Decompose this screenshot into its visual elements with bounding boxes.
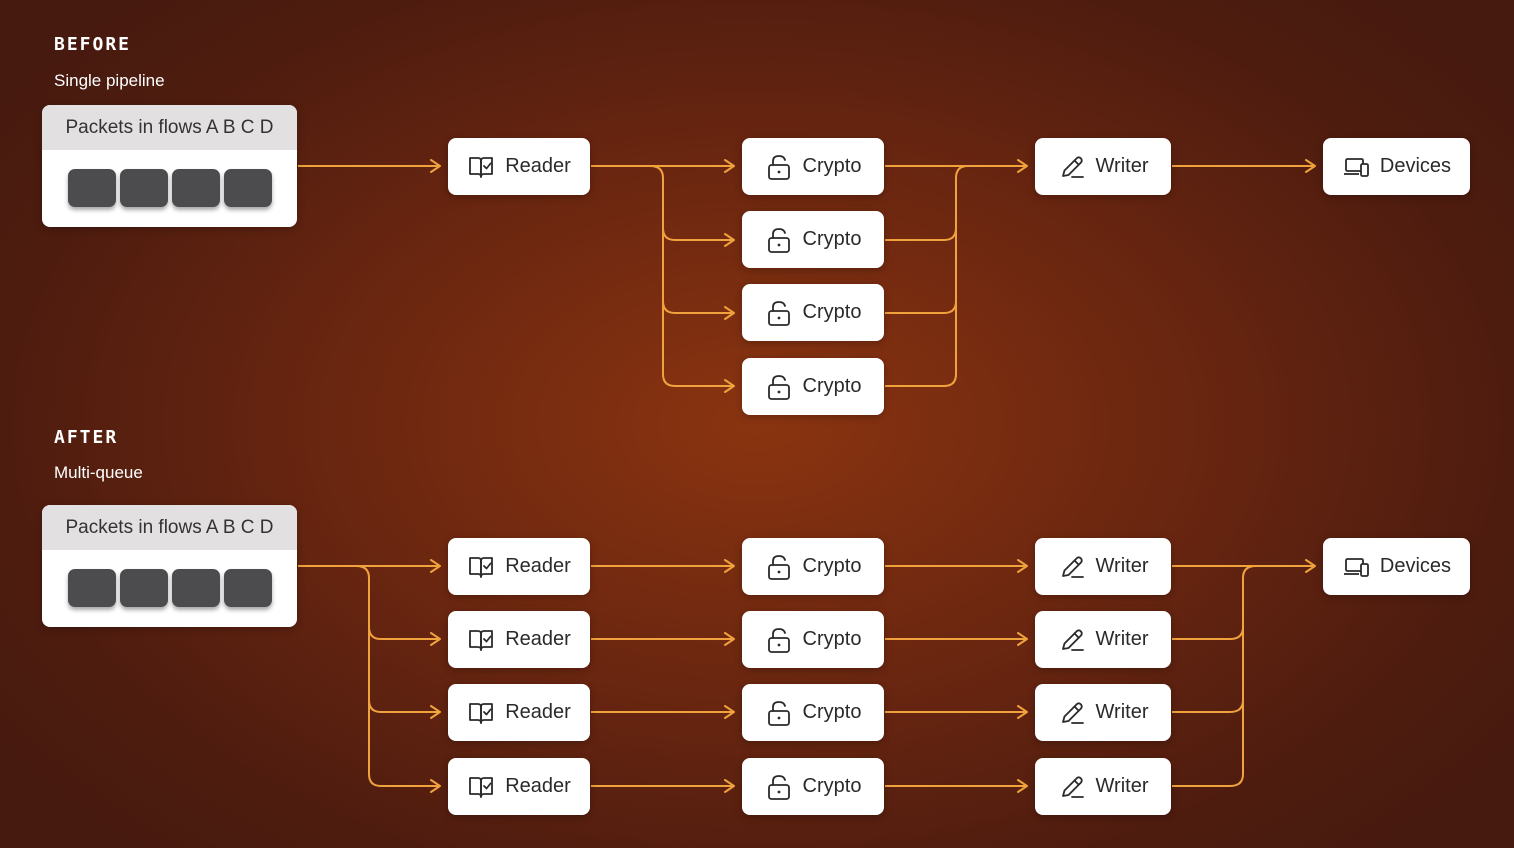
after-heading: AFTER xyxy=(54,427,119,448)
after-writer-node-3: Writer xyxy=(1035,684,1171,741)
arrow-writer-4-to-devices xyxy=(1172,700,1244,787)
arrow-crypto-4-to-writer xyxy=(885,301,957,387)
book-check-icon xyxy=(469,156,494,178)
unlock-icon xyxy=(767,300,790,326)
after-packets-card: Packets in flows A B C D xyxy=(42,505,297,627)
packet xyxy=(171,169,220,207)
writer-label: Writer xyxy=(1095,155,1149,177)
crypto-label: Crypto xyxy=(802,555,862,577)
packet xyxy=(67,569,116,607)
devices-label: Devices xyxy=(1379,555,1452,577)
unlock-icon xyxy=(767,774,790,800)
before-crypto-node-3: Crypto xyxy=(742,284,884,341)
unlock-icon xyxy=(767,700,790,726)
after-crypto-node-4: Crypto xyxy=(742,758,884,815)
packet xyxy=(223,569,272,607)
before-crypto-node-4: Crypto xyxy=(742,358,884,415)
before-crypto-node-2: Crypto xyxy=(742,211,884,268)
after-crypto-node-3: Crypto xyxy=(742,684,884,741)
unlock-icon xyxy=(767,154,790,180)
before-packets-card: Packets in flows A B C D xyxy=(42,105,297,227)
book-check-icon xyxy=(469,629,494,651)
book-check-icon xyxy=(469,776,494,798)
book-check-icon xyxy=(469,556,494,578)
after-reader-node-4: Reader xyxy=(448,758,590,815)
reader-label: Reader xyxy=(505,775,571,797)
arrow-reader-to-crypto-4 xyxy=(662,301,735,393)
devices-label: Devices xyxy=(1379,155,1452,177)
unlock-icon xyxy=(767,227,790,253)
packet xyxy=(119,569,168,607)
before-reader-node: Reader xyxy=(448,138,590,195)
crypto-label: Crypto xyxy=(802,228,862,250)
reader-label: Reader xyxy=(505,628,571,650)
pen-icon xyxy=(1061,628,1084,651)
reader-label: Reader xyxy=(505,555,571,577)
pen-icon xyxy=(1061,155,1084,178)
arrow-packets-to-reader-4 xyxy=(368,700,441,793)
crypto-label: Crypto xyxy=(802,701,862,723)
reader-label: Reader xyxy=(505,155,571,177)
packets-label: Packets in flows A B C D xyxy=(42,505,297,550)
devices-icon xyxy=(1343,157,1369,177)
crypto-label: Crypto xyxy=(802,775,862,797)
crypto-label: Crypto xyxy=(802,301,862,323)
unlock-icon xyxy=(767,627,790,653)
before-writer-node: Writer xyxy=(1035,138,1171,195)
after-devices-node: Devices xyxy=(1323,538,1470,595)
writer-label: Writer xyxy=(1095,628,1149,650)
pen-icon xyxy=(1061,775,1084,798)
after-reader-node-3: Reader xyxy=(448,684,590,741)
unlock-icon xyxy=(767,554,790,580)
crypto-label: Crypto xyxy=(802,628,862,650)
packet xyxy=(119,169,168,207)
pen-icon xyxy=(1061,555,1084,578)
pen-icon xyxy=(1061,701,1084,724)
after-writer-node-2: Writer xyxy=(1035,611,1171,668)
writer-label: Writer xyxy=(1095,775,1149,797)
writer-label: Writer xyxy=(1095,701,1149,723)
packet xyxy=(171,569,220,607)
before-devices-node: Devices xyxy=(1323,138,1470,195)
packets-label: Packets in flows A B C D xyxy=(42,105,297,150)
before-heading: BEFORE xyxy=(54,34,132,55)
unlock-icon xyxy=(767,374,790,400)
after-crypto-node-2: Crypto xyxy=(742,611,884,668)
crypto-label: Crypto xyxy=(802,375,862,397)
reader-label: Reader xyxy=(505,701,571,723)
book-check-icon xyxy=(469,702,494,724)
devices-icon xyxy=(1343,557,1369,577)
after-crypto-node-1: Crypto xyxy=(742,538,884,595)
packet xyxy=(223,169,272,207)
after-subtitle: Multi-queue xyxy=(54,463,143,482)
before-crypto-node-1: Crypto xyxy=(742,138,884,195)
crypto-label: Crypto xyxy=(802,155,862,177)
writer-label: Writer xyxy=(1095,555,1149,577)
after-writer-node-1: Writer xyxy=(1035,538,1171,595)
before-subtitle: Single pipeline xyxy=(54,71,165,90)
after-writer-node-4: Writer xyxy=(1035,758,1171,815)
after-reader-node-2: Reader xyxy=(448,611,590,668)
packet xyxy=(67,169,116,207)
after-reader-node-1: Reader xyxy=(448,538,590,595)
